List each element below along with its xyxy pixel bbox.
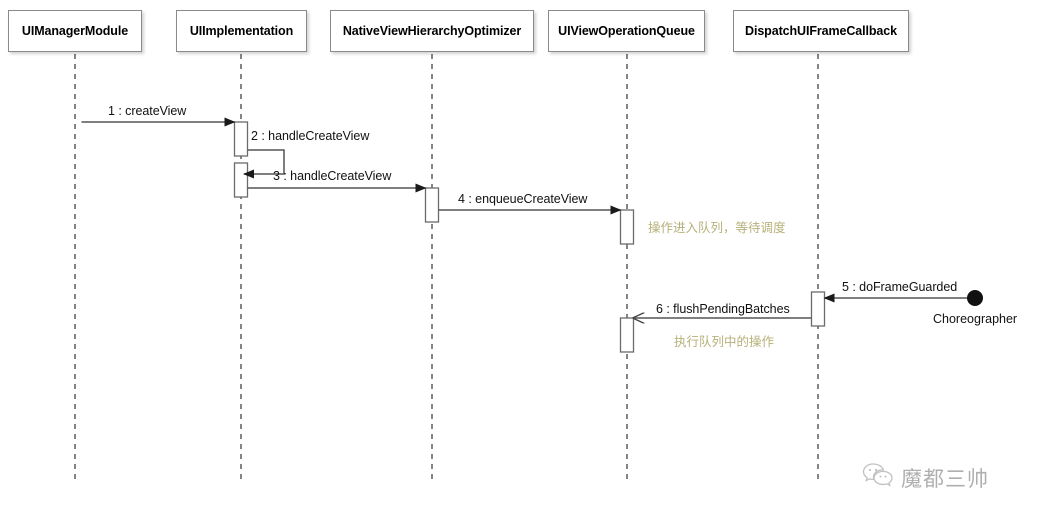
- message-label-4: 4 : enqueueCreateView: [458, 192, 588, 206]
- message-label-6: 6 : flushPendingBatches: [656, 302, 790, 316]
- watermark: 魔都三帅: [862, 462, 989, 493]
- participant-box-nativeviewhierarchyoptimizer[interactable]: NativeViewHierarchyOptimizer: [330, 10, 534, 52]
- activation-bar-uiimplementation-1: [233, 162, 249, 198]
- message-label-3: 3 : handleCreateView: [273, 169, 392, 183]
- message-arrow-2: [243, 149, 285, 179]
- found-message-endpoint-group: [967, 290, 983, 306]
- activation-bar-nativeviewhierarchyoptimizer-2: [424, 187, 440, 223]
- lifelines-group: [74, 54, 819, 482]
- participant-label: UIImplementation: [189, 24, 294, 38]
- participant-label: UIManagerModule: [21, 24, 129, 38]
- watermark-text: 魔都三帅: [901, 466, 989, 491]
- participant-label: NativeViewHierarchyOptimizer: [342, 24, 522, 38]
- activation-bar-uiimplementation-0: [233, 121, 249, 157]
- activation-bar-uiviewoperationqueue-5: [619, 317, 635, 353]
- participant-box-uimanagermodule[interactable]: UIManagerModule: [8, 10, 142, 52]
- participant-box-uiimplementation[interactable]: UIImplementation: [176, 10, 307, 52]
- activation-bars-group: [233, 121, 826, 353]
- participant-label: DispatchUIFrameCallback: [745, 24, 897, 38]
- participant-box-uiviewoperationqueue[interactable]: UIViewOperationQueue: [548, 10, 705, 52]
- participant-box-dispatchuiframecallback[interactable]: DispatchUIFrameCallback: [733, 10, 909, 52]
- activation-bar-dispatchuiframecallback-4: [810, 291, 826, 327]
- choreographer-endpoint-dot: [967, 290, 983, 306]
- note-enqueue: 操作进入队列，等待调度: [648, 221, 786, 235]
- message-label-5: 5 : doFrameGuarded: [842, 280, 958, 294]
- choreographer-label: Choreographer: [933, 312, 1018, 326]
- participant-label: UIViewOperationQueue: [558, 24, 695, 38]
- message-label-2: 2 : handleCreateView: [251, 129, 370, 143]
- message-label-1: 1 : createView: [108, 104, 187, 118]
- message-arrows-group: [81, 117, 967, 318]
- activation-bar-uiviewoperationqueue-3: [619, 209, 635, 245]
- note-flush: 执行队列中的操作: [674, 335, 775, 349]
- wechat-icon: [862, 462, 894, 493]
